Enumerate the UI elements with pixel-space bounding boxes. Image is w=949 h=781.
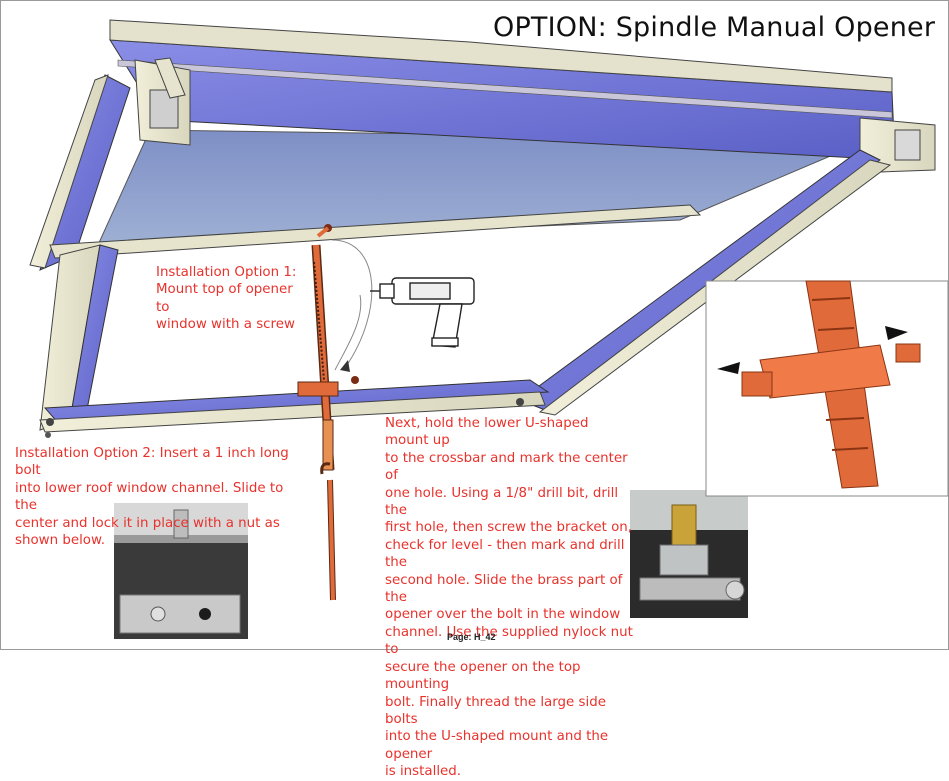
text-line: opener over the bolt in the window — [385, 607, 621, 623]
spindle-opener — [297, 224, 359, 601]
text-line: Next, hold the lower U-shaped mount up — [385, 416, 589, 449]
text-line: window with a screw — [156, 317, 295, 333]
text-line: Installation Option 1: — [156, 265, 297, 280]
installation-option-2-text: Installation Option 2: Insert a 1 inch l… — [15, 445, 290, 549]
text-line: is installed. — [385, 764, 462, 780]
text-line: secure the opener on the top mounting — [385, 659, 581, 693]
text-line: center and lock it in place with a nut a… — [15, 515, 280, 531]
installation-option-1-text: Installation Option 1: Mount top of open… — [156, 264, 306, 334]
text-line: into lower roof window channel. Slide to… — [15, 480, 284, 514]
drill-icon — [370, 277, 475, 348]
text-line: one hole. Using a 1/8" drill bit, drill … — [385, 485, 619, 519]
page-number: Page: H_42 — [447, 632, 496, 642]
bolt-photo — [114, 503, 248, 639]
text-line: into the U-shaped mount and the opener — [385, 729, 609, 762]
page-title: OPTION: Spindle Manual Opener — [493, 12, 936, 43]
text-line: second hole. Slide the brass part of the — [385, 572, 623, 606]
text-line: to the crossbar and mark the center of — [385, 450, 628, 484]
window-diagram — [29, 19, 949, 639]
text-line: first hole, then screw the bracket on, — [385, 520, 633, 536]
detail-inset — [705, 280, 949, 497]
text-line: shown below. — [15, 533, 105, 549]
next-steps-text: Next, hold the lower U-shaped mount up t… — [385, 415, 635, 781]
text-line: check for level - then mark and drill th… — [385, 537, 625, 571]
text-line: Mount top of opener to — [156, 282, 293, 315]
text-line: Installation Option 2: Insert a 1 inch l… — [15, 446, 289, 479]
text-line: bolt. Finally thread the large side bolt… — [385, 694, 606, 727]
mount-photo — [630, 490, 748, 618]
text-line: channel. Use the supplied nylock nut to — [385, 624, 633, 658]
